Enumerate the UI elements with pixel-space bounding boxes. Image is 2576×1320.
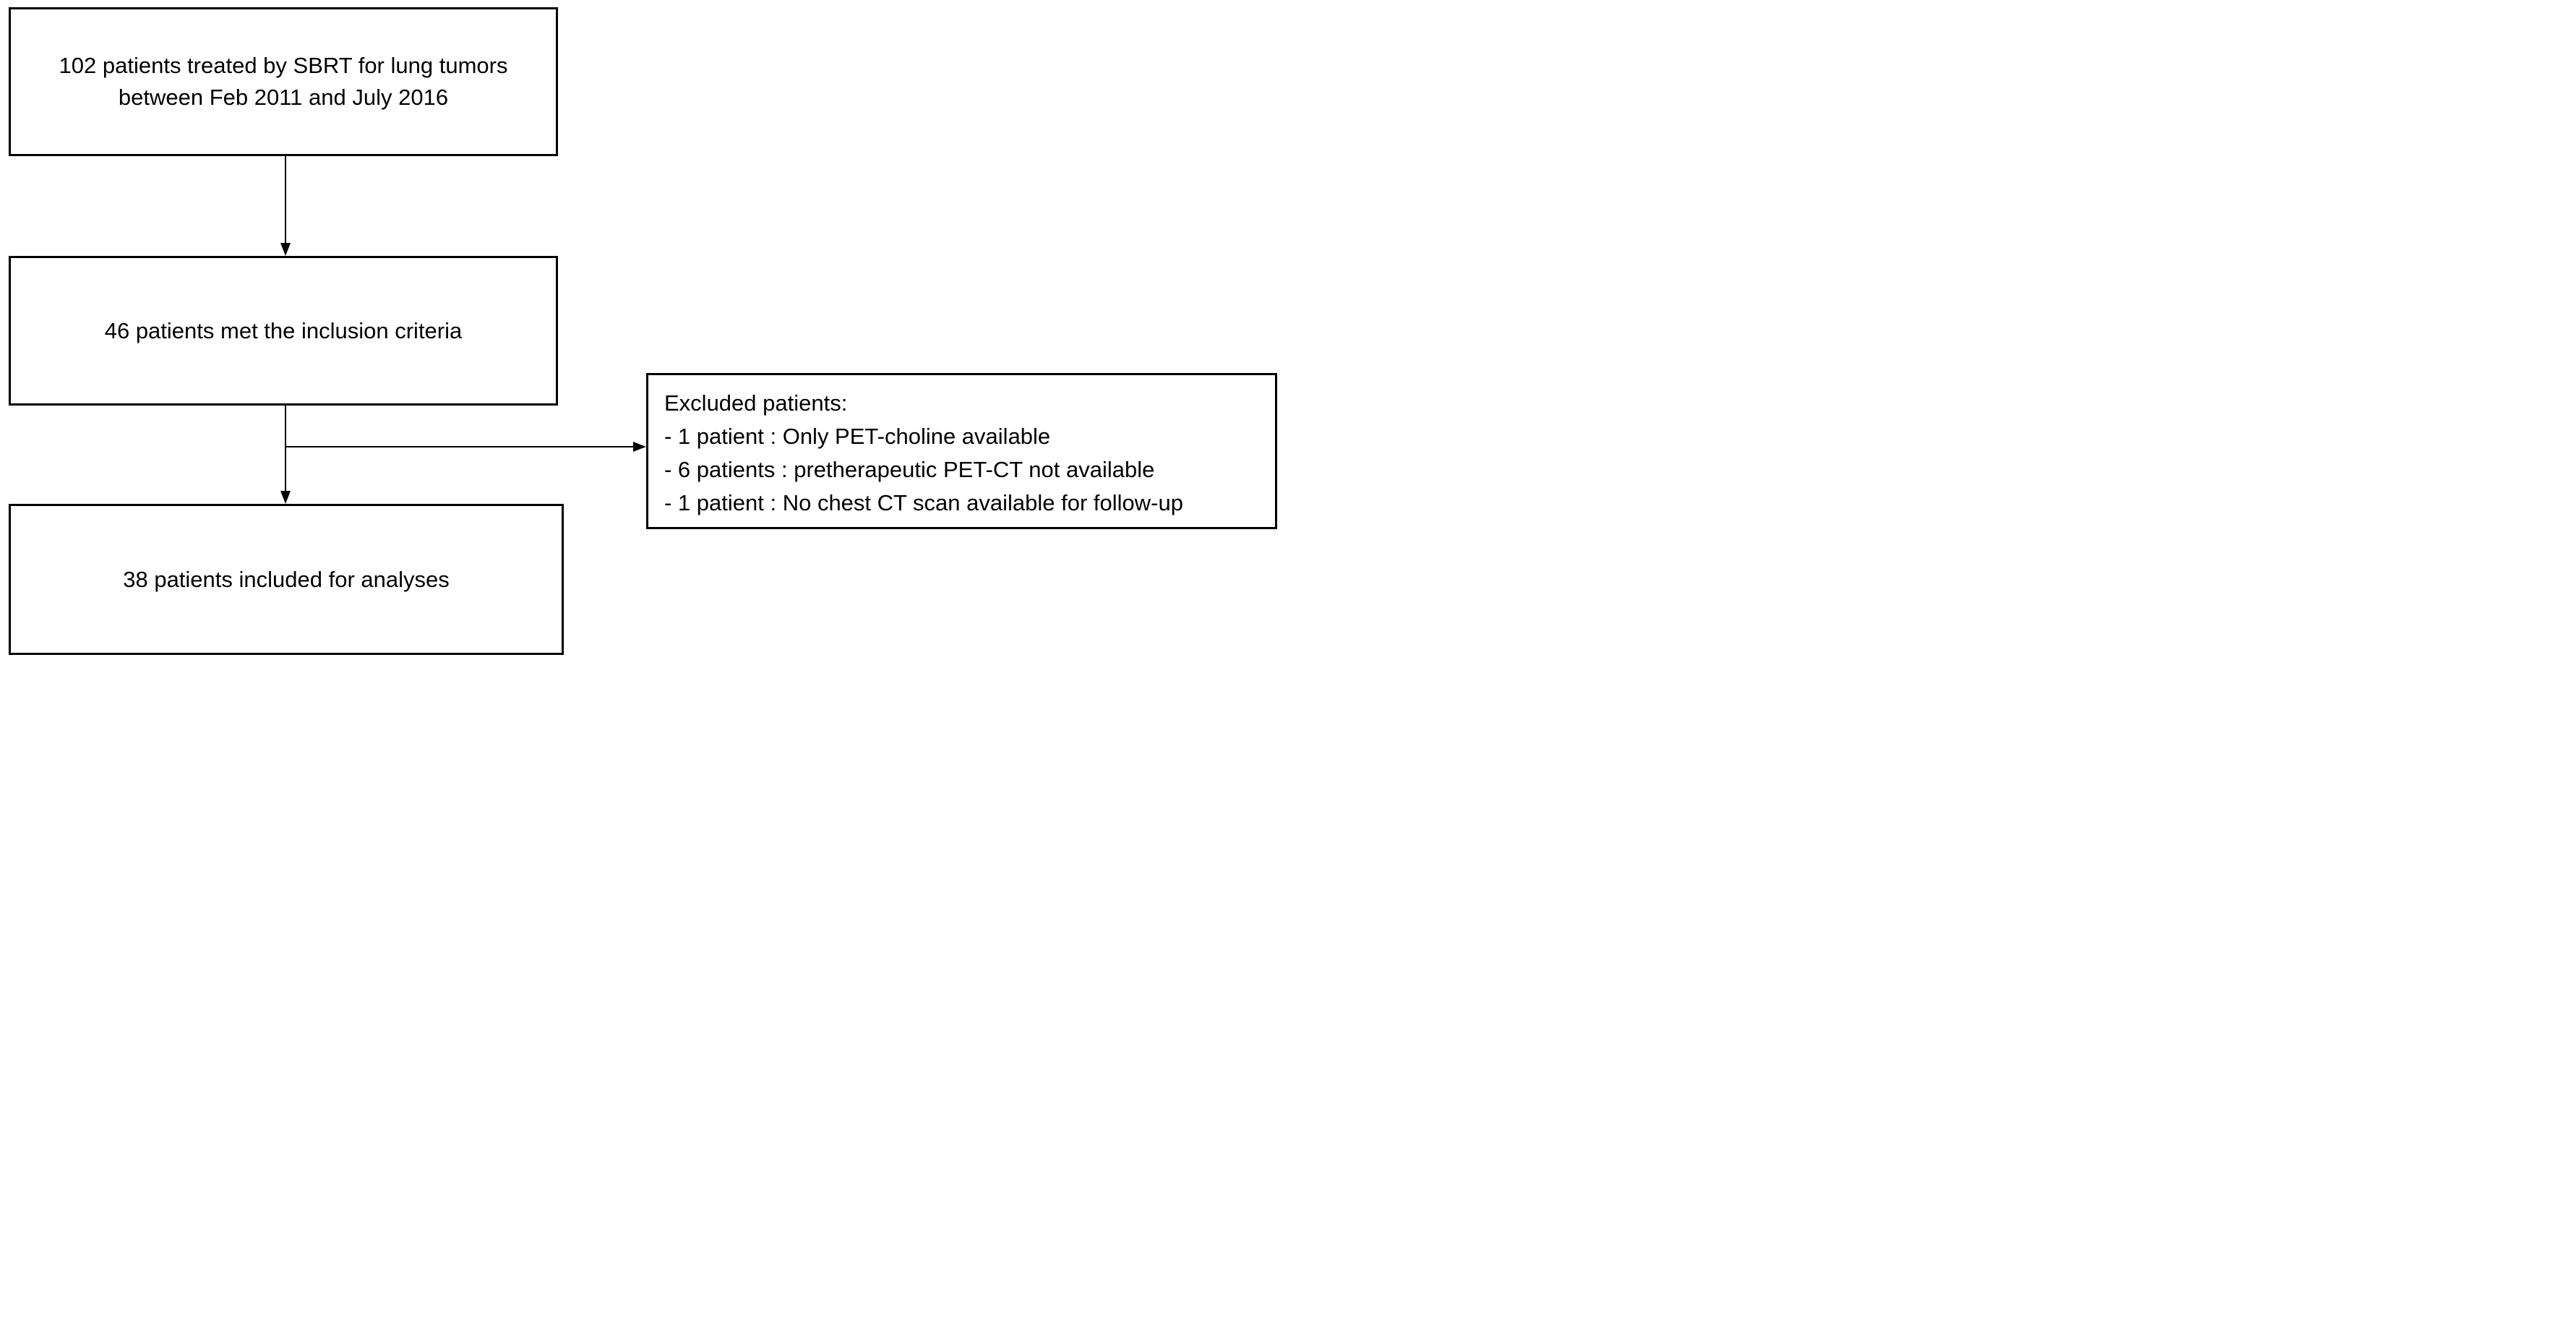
enrolled-text-line2: between Feb 2011 and July 2016: [118, 85, 449, 110]
box-excluded-patients: Excluded patients: - 1 patient : Only PE…: [646, 373, 1277, 529]
analyzed-text: 38 patients included for analyses: [123, 566, 450, 592]
excluded-title: Excluded patients:: [664, 390, 848, 416]
box-analyzed-patients: 38 patients included for analyses: [9, 504, 564, 655]
arrowhead-down-icon: [280, 491, 291, 504]
box-inclusion-criteria: 46 patients met the inclusion criteria: [9, 256, 558, 406]
connector-inclusion-to-analyzed: [285, 405, 286, 492]
excluded-item: - 1 patient : No chest CT scan available…: [664, 490, 1183, 515]
excluded-item: - 1 patient : Only PET-choline available: [664, 424, 1051, 449]
connector-enrolled-to-inclusion: [285, 156, 286, 244]
excluded-item: - 6 patients : pretherapeutic PET-CT not…: [664, 457, 1155, 482]
connector-inclusion-to-excluded: [285, 446, 633, 447]
arrowhead-right-icon: [633, 442, 646, 452]
enrolled-text-line1: 102 patients treated by SBRT for lung tu…: [59, 53, 508, 78]
flow-diagram: 102 patients treated by SBRT for lung tu…: [0, 0, 1288, 660]
box-enrolled-patients: 102 patients treated by SBRT for lung tu…: [9, 7, 558, 156]
inclusion-text: 46 patients met the inclusion criteria: [104, 317, 463, 343]
arrowhead-down-icon: [280, 243, 291, 256]
